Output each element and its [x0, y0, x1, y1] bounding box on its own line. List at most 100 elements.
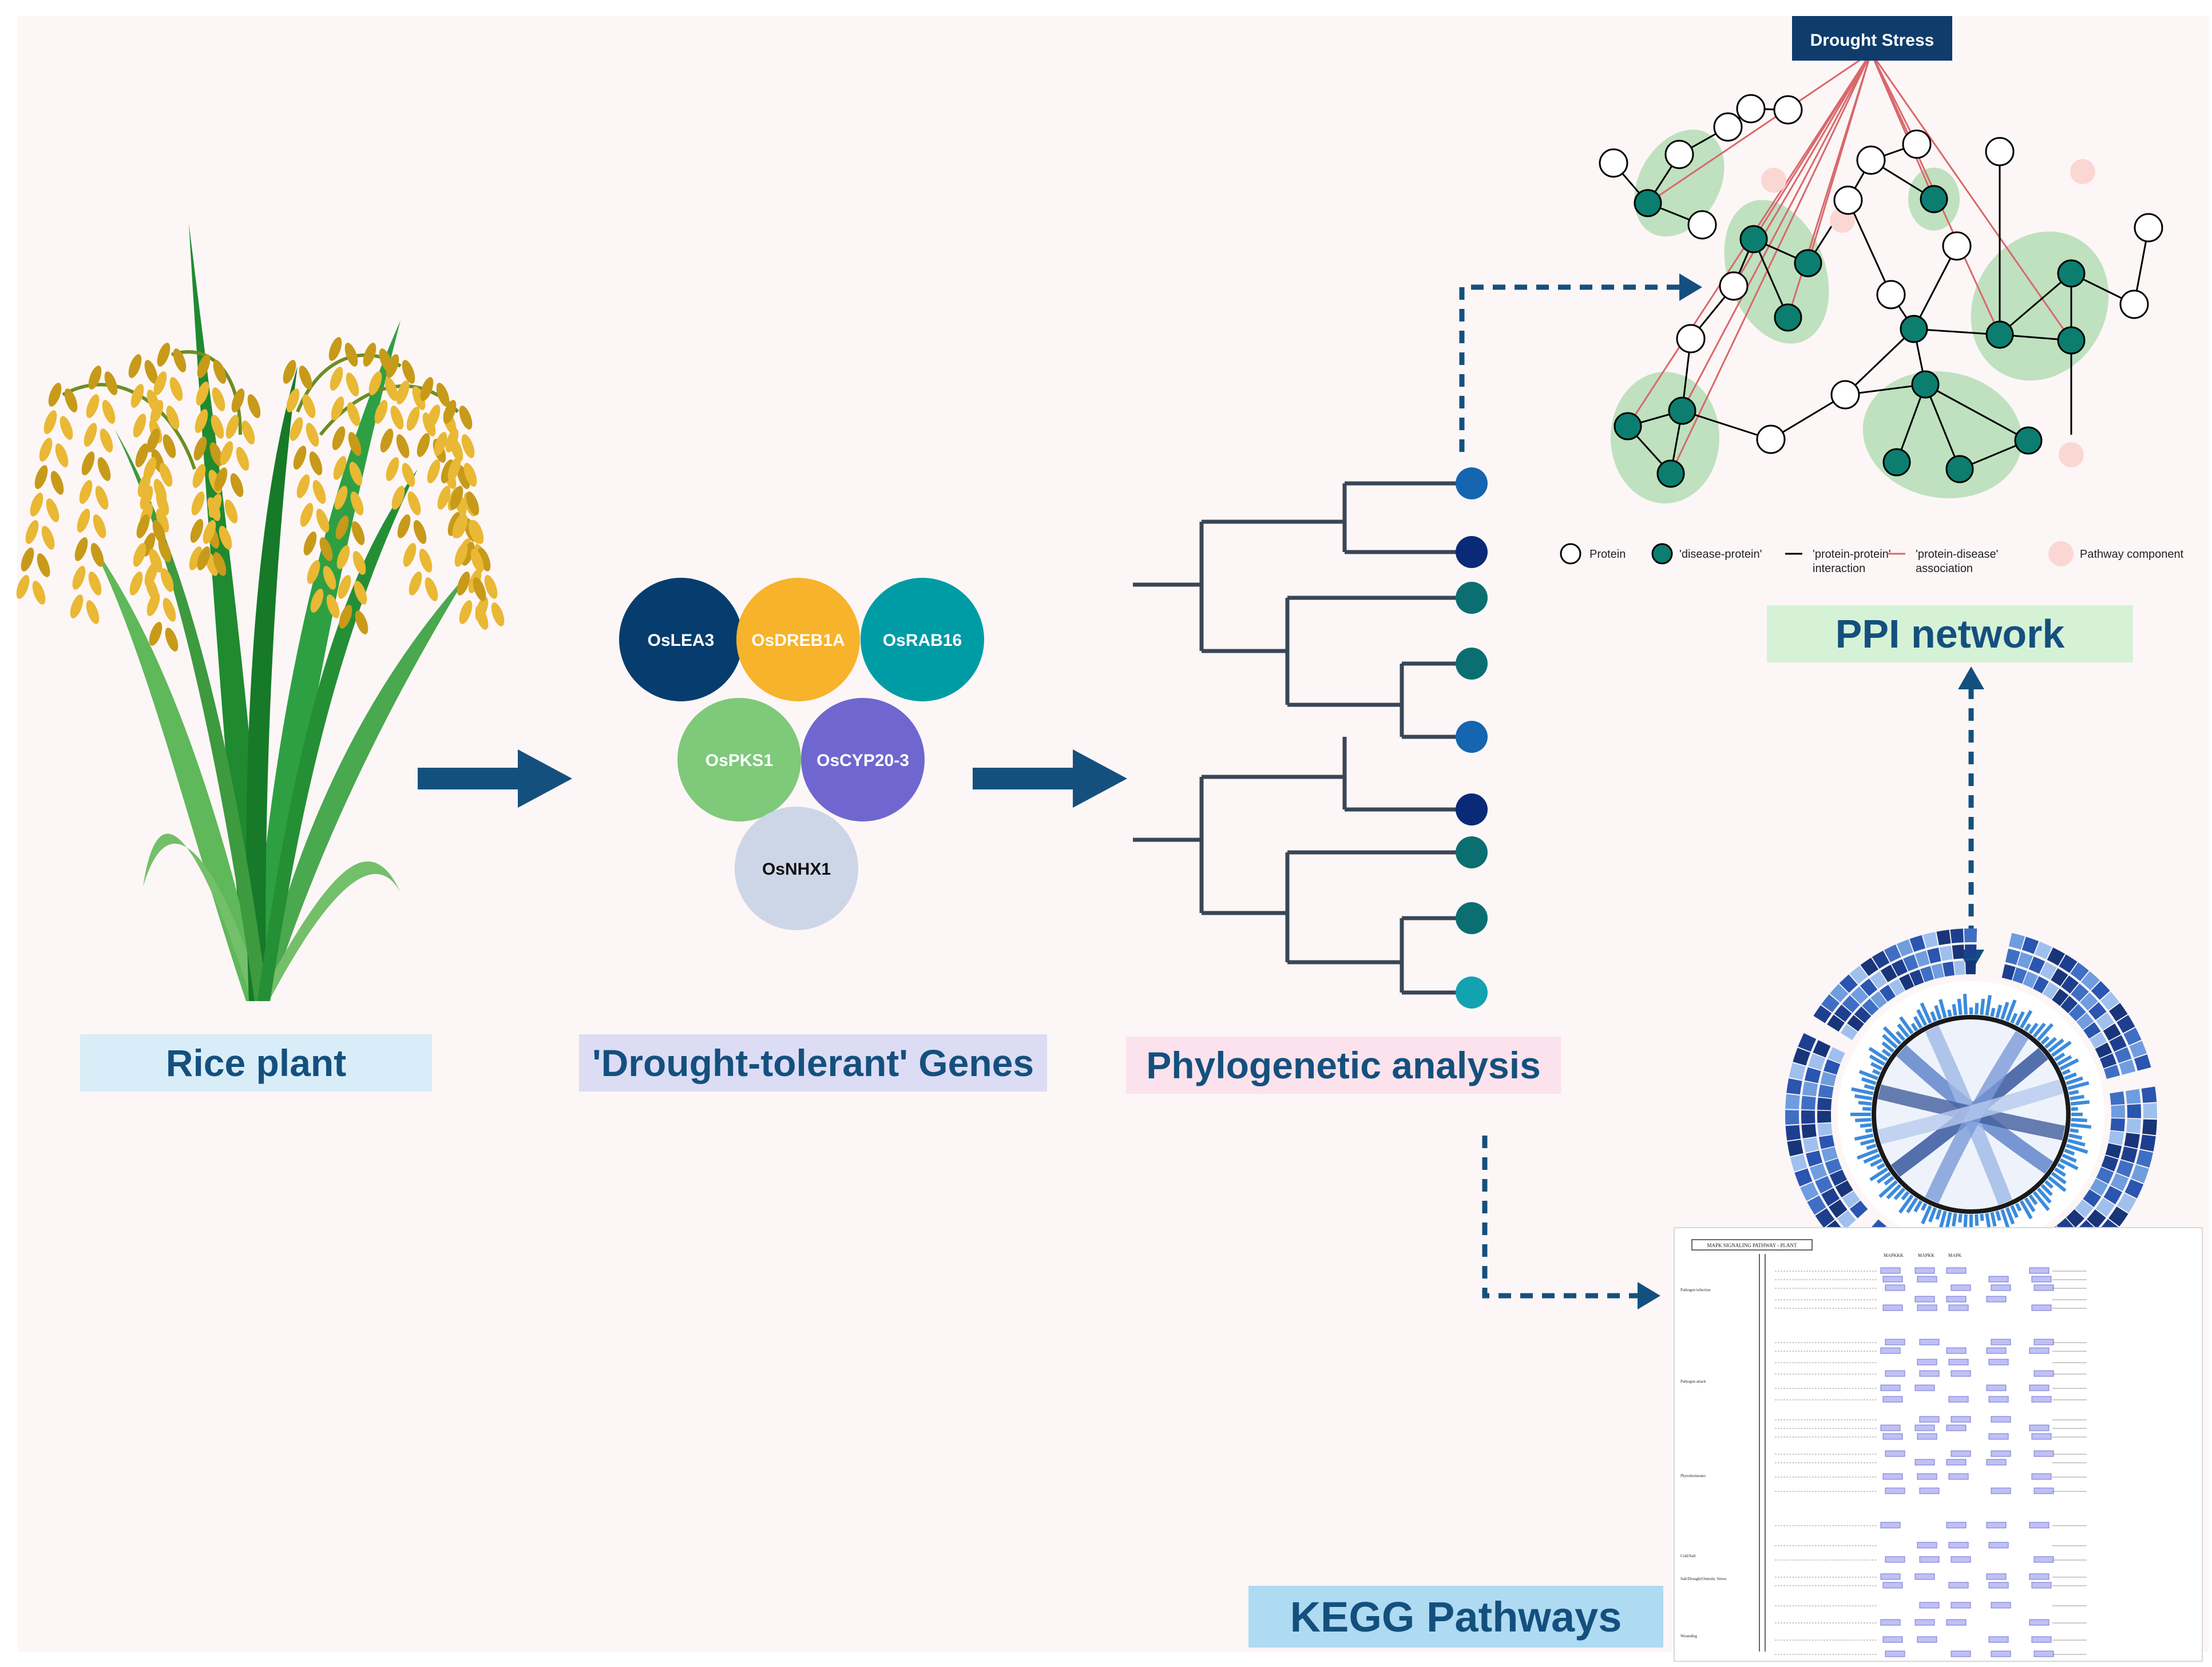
- circos-cell: [1815, 1208, 1835, 1228]
- circos-histogram-bar: [1930, 1011, 1937, 1022]
- circos-histogram-bar: [2059, 1058, 2079, 1071]
- kegg-col-mapkkk: MAPKKK: [1884, 1253, 1904, 1258]
- circos-histogram-bar: [1920, 1002, 1932, 1024]
- circos-cell: [2100, 991, 2119, 1011]
- kegg-gene-box: [1882, 1396, 1903, 1403]
- kegg-gene-box: [1988, 1433, 2009, 1440]
- circos-cell: [1813, 1005, 1832, 1023]
- circos-cell: [1804, 1067, 1821, 1083]
- gene-oslea3: OsLEA3: [619, 578, 743, 701]
- kegg-gene-box: [1914, 1619, 1935, 1626]
- kegg-row-label: Phytohormones: [1680, 1474, 1706, 1478]
- rice-grain: [158, 538, 172, 562]
- circos-cell: [2119, 1059, 2136, 1075]
- circos-cell: [1830, 984, 1849, 1003]
- rice-grain: [461, 542, 475, 566]
- kegg-gene-box: [2029, 1347, 2050, 1354]
- gene-label: OsRAB16: [883, 631, 962, 650]
- rice-grain: [452, 514, 466, 538]
- label-phylo-text: Phylogenetic analysis: [1146, 1044, 1541, 1086]
- rice-grain: [162, 434, 176, 458]
- kegg-gene-box: [1882, 1276, 1903, 1283]
- circos-cell: [1862, 998, 1879, 1016]
- rice-grain: [463, 463, 477, 487]
- rice-grain: [330, 367, 343, 391]
- rice-grain: [192, 464, 206, 488]
- circos-histogram-bar: [1928, 1207, 1937, 1223]
- circos-cell: [1936, 930, 1951, 946]
- circos-histogram-bar: [2005, 1207, 2015, 1225]
- rice-grain: [16, 575, 30, 599]
- legend-protein: Protein: [1589, 548, 1626, 561]
- kegg-gene-box: [2031, 1582, 2052, 1589]
- circos-histogram-bar: [2070, 1123, 2092, 1129]
- circos-histogram-bar: [1899, 1016, 1914, 1035]
- rice-grain: [384, 377, 398, 401]
- circos-cell: [1818, 1084, 1834, 1098]
- rice-grain: [326, 594, 340, 618]
- circos-cell: [2101, 1155, 2119, 1172]
- rice-grain: [136, 514, 150, 538]
- circos-histogram-bar: [1945, 1212, 1952, 1231]
- rice-grain: [386, 457, 399, 481]
- circos-histogram-bar: [2032, 1191, 2050, 1211]
- circos-histogram-bar: [1995, 1004, 2003, 1018]
- circos-cell: [2142, 1119, 2157, 1136]
- circos-histogram-bar: [1854, 1133, 1874, 1141]
- rice-grain: [420, 377, 434, 401]
- rice-grain: [427, 404, 441, 428]
- kegg-gene-box: [1914, 1267, 1935, 1274]
- circos-histogram-bar: [2067, 1138, 2086, 1147]
- kegg-gene-box: [1885, 1370, 1905, 1377]
- kegg-gene-box: [1991, 1416, 2011, 1423]
- rice-grain: [143, 457, 157, 481]
- circos-histogram-bar: [1895, 1030, 1906, 1041]
- ppi-legend: Protein 'disease-protein' 'protein-prote…: [1560, 541, 2184, 575]
- rice-grain: [409, 571, 422, 596]
- label-ppi-text: PPI network: [1835, 612, 2065, 656]
- rice-grain: [380, 428, 394, 453]
- rice-grain: [333, 456, 347, 480]
- circos-histogram-bar: [1985, 995, 1992, 1016]
- arrowhead: [1679, 273, 1702, 301]
- circos-histogram-bar: [2054, 1167, 2067, 1177]
- circos-histogram-bar: [1872, 1069, 1881, 1075]
- rice-grain: [447, 457, 461, 481]
- kegg-gene-box: [1986, 1347, 2007, 1354]
- rice-grain: [32, 581, 46, 605]
- circos-cell: [2023, 971, 2039, 989]
- kegg-gene-box: [2033, 1450, 2054, 1457]
- kegg-gene-box: [1914, 1384, 1935, 1391]
- kegg-gene-box: [1948, 1359, 1969, 1366]
- rice-grain: [169, 377, 183, 401]
- circos-cell: [2059, 954, 2078, 973]
- circos-cell: [1964, 928, 1977, 943]
- circos-histogram-bar: [2070, 1128, 2079, 1133]
- circos-cell: [1952, 944, 1965, 959]
- rice-leaf: [114, 429, 268, 1001]
- circos-histogram-bar: [2059, 1158, 2079, 1170]
- circos-cell: [1808, 1053, 1826, 1070]
- kegg-gene-box: [2033, 1650, 2054, 1657]
- kegg-gene-box: [1917, 1473, 1937, 1480]
- gene-circle: [861, 578, 984, 701]
- circos-histogram-bar: [1863, 1153, 1881, 1164]
- kegg-gene-box: [1885, 1556, 1905, 1563]
- drought-stress-label: Drought Stress: [1810, 31, 1934, 50]
- circos-histogram-bar: [1963, 994, 1968, 1015]
- kegg-gene-box: [2029, 1619, 2050, 1626]
- rice-grain: [303, 531, 317, 555]
- network-nodes: [1599, 94, 2163, 488]
- rice-grain: [88, 366, 102, 390]
- circos-histogram-bar: [2068, 1133, 2083, 1140]
- protein-node: [1664, 140, 1694, 169]
- circos-cell: [2099, 1053, 2117, 1069]
- pathway-component: [1761, 168, 1786, 193]
- circos-cell: [1840, 1024, 1858, 1041]
- circos-histogram-bar: [1881, 1049, 1892, 1057]
- circos-histogram-bar: [1906, 1197, 1918, 1213]
- circos-histogram-bar: [2028, 1194, 2038, 1205]
- rice-grain: [323, 566, 336, 590]
- rice-grain: [86, 394, 100, 418]
- protein-node: [1719, 271, 1749, 301]
